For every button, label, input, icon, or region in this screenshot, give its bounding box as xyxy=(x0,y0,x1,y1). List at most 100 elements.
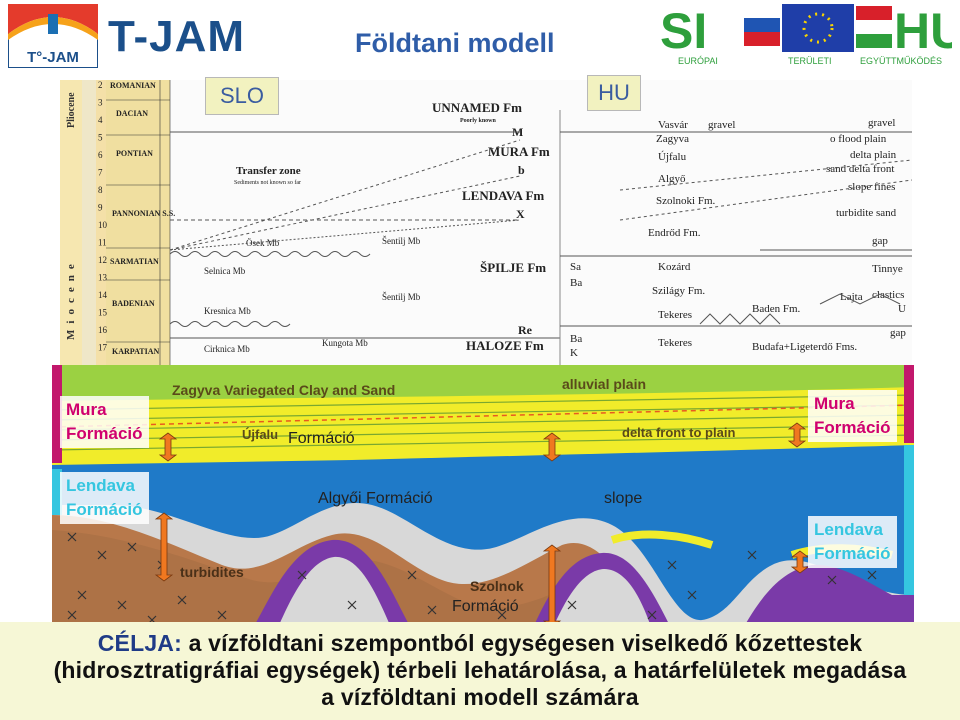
x-mark xyxy=(67,532,77,542)
lendava-side-bar-left xyxy=(52,469,62,515)
svg-text:UNNAMED Fm: UNNAMED Fm xyxy=(432,100,522,115)
stage-labels: ROMANIAN DACIAN PONTIAN PANNONIAN S.S. S… xyxy=(110,81,175,356)
si-hu-program-logo: SI HU EURÓPAI TERÜLETI EGYÜTTMŰKÖDÉS xyxy=(660,2,960,68)
svg-text:turbidite sand: turbidite sand xyxy=(836,207,897,219)
x-mark xyxy=(67,610,77,620)
x-mark xyxy=(827,575,837,585)
geological-cross-section: Zagyva Variegated Clay and Sand alluvial… xyxy=(51,365,915,630)
svg-text:K: K xyxy=(570,347,578,359)
stage-label: DACIAN xyxy=(116,109,148,118)
age-tick: 11 xyxy=(98,238,107,248)
goal-line-2: (hidrosztratigráfiai egységek) térbeli l… xyxy=(53,657,907,683)
svg-text:Kungota Mb: Kungota Mb xyxy=(322,338,368,348)
svg-text:EURÓPAI: EURÓPAI xyxy=(678,56,718,66)
svg-text:gap: gap xyxy=(890,327,906,339)
svg-text:LENDAVA Fm: LENDAVA Fm xyxy=(462,188,544,203)
goal-line-3: a vízföldtani modell számára xyxy=(321,684,639,710)
age-tick: 7 xyxy=(98,168,103,178)
szolnok-label: Szolnok xyxy=(470,578,524,594)
algyoi-label: Algyői Formáció xyxy=(318,490,433,507)
svg-text:MURA Fm: MURA Fm xyxy=(488,144,550,159)
svg-text:o flood plain: o flood plain xyxy=(830,133,887,145)
svg-text:Tekeres: Tekeres xyxy=(658,309,692,321)
svg-text:Vasvár: Vasvár xyxy=(658,119,688,131)
svg-text:Szilágy Fm.: Szilágy Fm. xyxy=(652,285,705,297)
delta-front-label: delta front to plain xyxy=(622,425,735,440)
svg-text:gravel: gravel xyxy=(708,119,735,131)
thickness-arrow-icon xyxy=(154,512,174,582)
age-tick: 2 xyxy=(98,80,103,90)
turbidites-label: turbidites xyxy=(180,564,244,580)
svg-text:EGYÜTTMŰKÖDÉS: EGYÜTTMŰKÖDÉS xyxy=(860,56,942,66)
svg-text:clastics: clastics xyxy=(872,289,904,301)
x-mark xyxy=(647,610,657,620)
epoch-label: Pliocene xyxy=(66,92,77,128)
svg-text:Tekeres: Tekeres xyxy=(658,337,692,349)
x-mark xyxy=(127,542,137,552)
age-tick: 6 xyxy=(98,150,103,160)
svg-text:Zagyva: Zagyva xyxy=(656,133,689,145)
x-mark xyxy=(687,590,697,600)
svg-text:ŠPILJE Fm: ŠPILJE Fm xyxy=(480,260,546,275)
svg-text:Budafa+Ligeterdő Fms.: Budafa+Ligeterdő Fms. xyxy=(752,341,857,353)
svg-text:HU: HU xyxy=(894,3,952,59)
stage-label: SARMATIAN xyxy=(110,257,159,266)
svg-text:HALOZE Fm: HALOZE Fm xyxy=(466,338,544,353)
svg-text:Baden Fm.: Baden Fm. xyxy=(752,303,801,315)
thickness-arrow-icon xyxy=(790,550,810,574)
svg-text:Transfer zone: Transfer zone xyxy=(236,165,301,177)
zagyva-label: Zagyva Variegated Clay and Sand xyxy=(172,382,395,398)
x-mark xyxy=(867,570,877,580)
eu-flag-icon xyxy=(782,4,854,52)
svg-text:gravel: gravel xyxy=(868,117,895,129)
stage-label: KARPATIAN xyxy=(112,347,159,356)
lendava-side-bar-right xyxy=(904,445,914,595)
svg-text:Szolnoki Fm.: Szolnoki Fm. xyxy=(656,195,716,207)
alluvial-label: alluvial plain xyxy=(562,376,646,392)
x-mark xyxy=(217,610,227,620)
svg-text:Algyő: Algyő xyxy=(658,173,686,185)
thickness-arrow-icon xyxy=(787,422,807,448)
x-mark xyxy=(497,610,507,620)
stage-label: PANNONIAN S.S. xyxy=(112,209,175,218)
slope-label: slope xyxy=(604,490,642,507)
age-tick: 12 xyxy=(98,255,107,265)
slo-region-label: SLO xyxy=(205,77,279,115)
mura-side-bar-right xyxy=(904,365,914,443)
svg-text:Šentilj Mb: Šentilj Mb xyxy=(382,236,421,246)
svg-text:TERÜLETI: TERÜLETI xyxy=(788,56,832,66)
stage-label: BADENIAN xyxy=(112,299,155,308)
x-mark xyxy=(177,595,187,605)
thickness-arrows xyxy=(154,422,810,628)
svg-text:Sa: Sa xyxy=(570,261,581,273)
tjam-logo-text: T-JAM xyxy=(108,12,245,61)
age-tick: 9 xyxy=(98,203,103,213)
stratigraphic-chart: ROMANIAN DACIAN PONTIAN PANNONIAN S.S. S… xyxy=(60,80,913,365)
svg-text:Ösek Mb: Ösek Mb xyxy=(246,238,280,248)
svg-text:X: X xyxy=(516,207,525,221)
tjam-small-logo-text: T°-JAM xyxy=(27,49,79,66)
stage-label: ROMANIAN xyxy=(110,81,156,90)
svg-text:Šentilj Mb: Šentilj Mb xyxy=(382,292,421,302)
x-mark xyxy=(97,550,107,560)
hu-region-label: HU xyxy=(587,75,641,111)
svg-text:Cirknica Mb: Cirknica Mb xyxy=(204,344,250,354)
x-mark xyxy=(347,600,357,610)
svg-text:U: U xyxy=(898,303,906,315)
svg-text:sand delta front: sand delta front xyxy=(826,163,894,175)
svg-text:Kozárd: Kozárd xyxy=(658,261,691,273)
age-tick: 17 xyxy=(98,343,108,353)
svg-text:gap: gap xyxy=(872,235,888,247)
x-mark xyxy=(297,570,307,580)
goal-text-box: CÉLJA: a vízföldtani szempontból egysége… xyxy=(0,622,960,720)
age-tick: 13 xyxy=(98,273,108,283)
ujfalu-label: Újfalu xyxy=(242,427,278,442)
x-mark xyxy=(747,550,757,560)
x-mark xyxy=(667,560,677,570)
thickness-arrow-icon xyxy=(542,432,562,462)
svg-text:Selnica Mb: Selnica Mb xyxy=(204,266,246,276)
age-tick: 3 xyxy=(98,98,103,108)
